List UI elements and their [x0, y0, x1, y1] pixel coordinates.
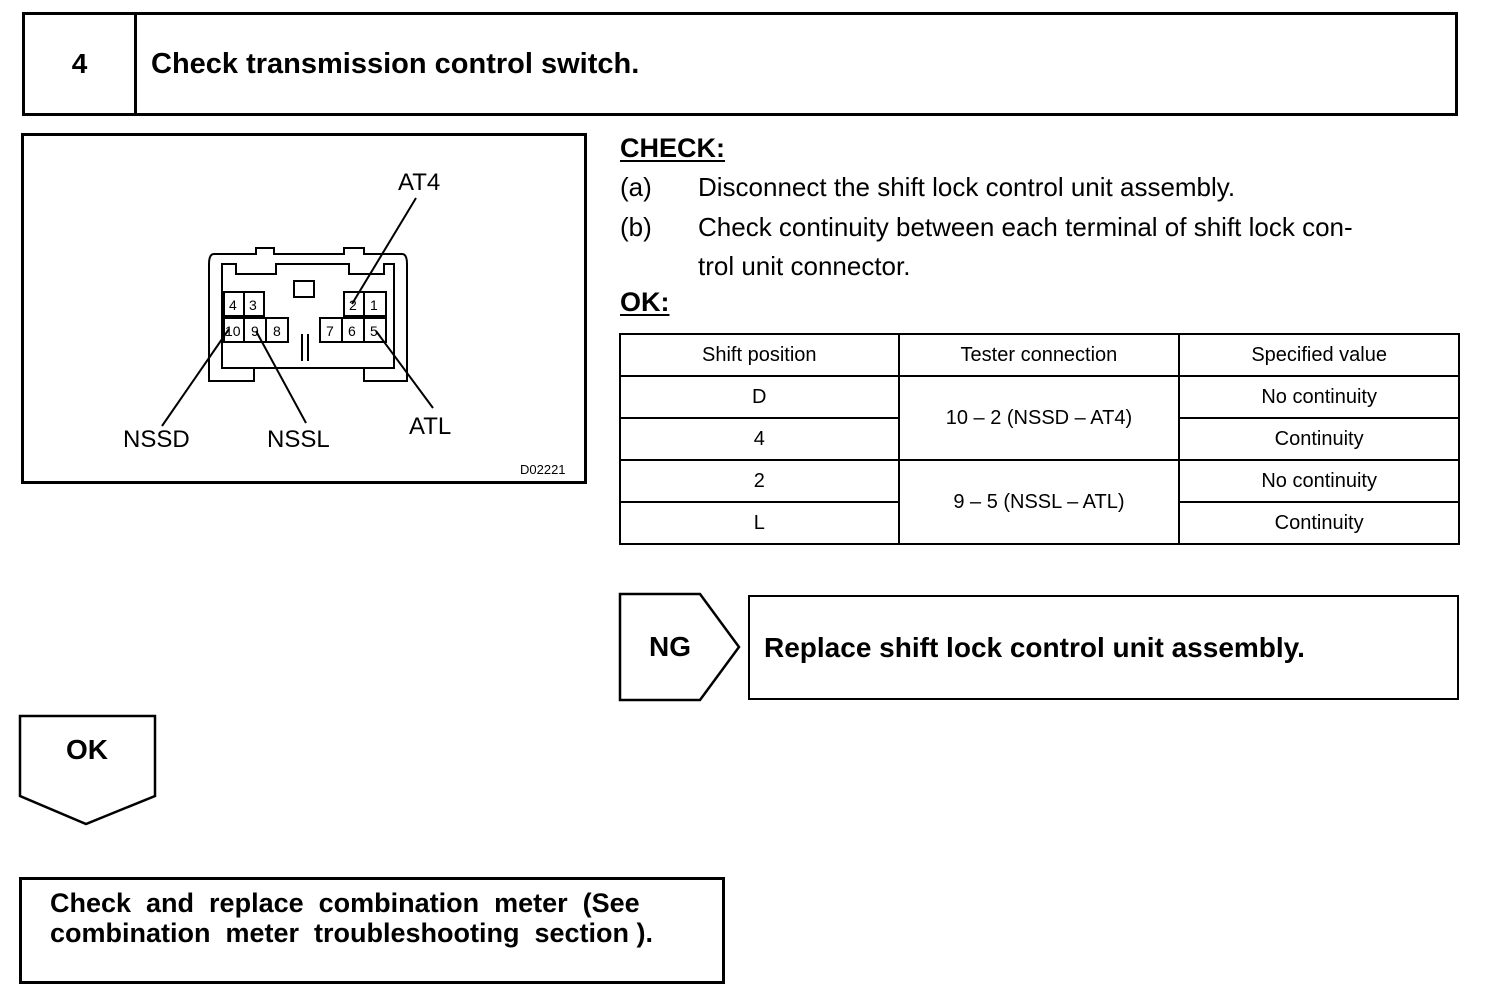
- cell-value: No continuity: [1178, 459, 1460, 503]
- ok-arrow-shape: [18, 714, 157, 826]
- ok-label: OK: [66, 734, 108, 765]
- check-step-a: (a) Disconnect the shift lock control uni…: [620, 168, 1470, 207]
- table-row: L Continuity: [619, 501, 1460, 545]
- pin-5-label: 5: [370, 323, 378, 339]
- figure-code: D02221: [520, 462, 566, 477]
- header-specified-value: Specified value: [1178, 333, 1460, 377]
- cell-position: D: [619, 375, 900, 419]
- table-header-row: Shift position Tester connection Specifi…: [619, 333, 1460, 377]
- step-title: Check transmission control switch.: [151, 47, 640, 80]
- cell-connection: 10 – 2 (NSSD – AT4): [897, 375, 1181, 461]
- cell-position: 2: [619, 459, 900, 503]
- at4-label: AT4: [398, 169, 441, 196]
- continuity-table: Shift position Tester connection Specifi…: [619, 333, 1460, 545]
- check-step-b-line1: Check continuity between each terminal o…: [698, 212, 1353, 242]
- step-header: 4 Check transmission control switch.: [22, 12, 1458, 116]
- cell-value: Continuity: [1178, 501, 1460, 545]
- connector-diagram: 4 3 2 1 10 9 8 7 6 5: [161, 197, 434, 427]
- ng-result-text: Replace shift lock control unit assembly…: [764, 631, 1305, 663]
- cell-position: L: [619, 501, 900, 545]
- check-step-a-text: Disconnect the shift lock control unit a…: [698, 172, 1236, 202]
- pin-9-label: 9: [251, 323, 259, 339]
- cell-connection: 9 – 5 (NSSL – ATL): [897, 459, 1181, 545]
- atl-label: ATL: [409, 413, 452, 440]
- final-action-text: Check and replace combination meter (See…: [50, 888, 653, 948]
- step-number: 4: [25, 15, 137, 113]
- final-action-line2: combination meter troubleshooting sectio…: [50, 918, 654, 948]
- nssd-label: NSSD: [123, 426, 190, 453]
- pin-10-label: 10: [225, 323, 241, 339]
- pin-3-label: 3: [249, 297, 257, 313]
- pin-4-label: 4: [229, 297, 237, 313]
- final-action-box: Check and replace combination meter (See…: [19, 877, 725, 984]
- pin-8-label: 8: [273, 323, 281, 339]
- ok-heading: OK:: [620, 287, 670, 317]
- pin-6-label: 6: [348, 323, 356, 339]
- table-row: D 10 – 2 (NSSD – AT4) No continuity: [619, 375, 1460, 461]
- check-step-b-letter: (b): [620, 212, 652, 242]
- ng-label: NG: [649, 631, 691, 662]
- header-shift-position: Shift position: [619, 333, 900, 377]
- table-row: 4 Continuity: [619, 417, 1460, 461]
- final-action-line1: Check and replace combination meter (See: [50, 888, 640, 918]
- connector-figure: 4 3 2 1 10 9 8 7 6 5 AT4 NSSD NSSL ATL D…: [21, 133, 587, 484]
- check-step-b-line2: trol unit connector.: [698, 251, 911, 281]
- header-tester-connection: Tester connection: [897, 333, 1181, 377]
- cell-value: Continuity: [1178, 417, 1460, 461]
- pin-1-label: 1: [370, 297, 378, 313]
- table-row: 2 9 – 5 (NSSL – ATL) No continuity: [619, 459, 1460, 545]
- ng-arrow-shape: [618, 592, 741, 702]
- cell-position: 4: [619, 417, 900, 461]
- pin-7-label: 7: [326, 323, 334, 339]
- check-heading: CHECK:: [620, 133, 725, 163]
- check-step-a-letter: (a): [620, 172, 652, 202]
- pin-2-label: 2: [349, 297, 357, 313]
- check-step-b: (b) Check continuity between each termina…: [620, 208, 1470, 247]
- nssl-label: NSSL: [267, 426, 330, 453]
- ng-result-box: Replace shift lock control unit assembly…: [748, 595, 1459, 700]
- cell-value: No continuity: [1178, 375, 1460, 419]
